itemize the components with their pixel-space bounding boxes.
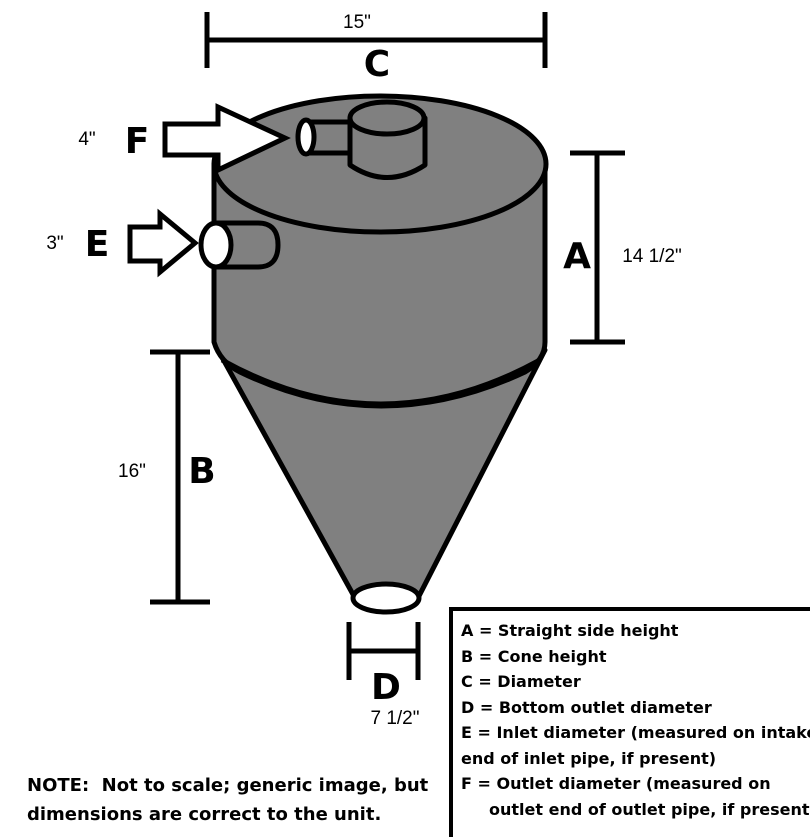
dim-c-value: 15" xyxy=(343,12,371,33)
dim-e-label: E xyxy=(85,224,110,265)
dim-line-b xyxy=(150,349,210,605)
bottom-opening xyxy=(350,581,422,615)
cone-band-line xyxy=(220,357,542,407)
legend-item: outlet end of outlet pipe, if present) xyxy=(489,799,810,819)
inlet-opening xyxy=(198,220,234,270)
dim-line-c xyxy=(204,12,548,68)
dim-f-value: 4" xyxy=(78,129,95,150)
legend-item: A = Straight side height xyxy=(461,621,679,640)
dim-a-value: 14 1/2" xyxy=(622,246,682,267)
dim-b-label: B xyxy=(188,451,215,492)
dim-line-a xyxy=(570,150,625,345)
legend-item: end of inlet pipe, if present) xyxy=(461,748,717,768)
dim-a-label: A xyxy=(563,236,591,277)
dim-b-value: 16" xyxy=(118,461,146,482)
legend-box: A = Straight side height B = Cone height… xyxy=(449,607,810,837)
outlet-pipe-top xyxy=(347,99,427,137)
dim-d-value: 7 1/2" xyxy=(370,708,419,729)
legend-item: D = Bottom outlet diameter xyxy=(461,697,712,717)
dim-c-label: C xyxy=(364,44,390,85)
legend-item: F = Outlet diameter (measured on xyxy=(461,774,771,793)
arrow-f-icon xyxy=(162,103,291,174)
legend-item: C = Diameter xyxy=(461,672,581,691)
dim-line-d xyxy=(346,622,421,680)
outlet-opening xyxy=(295,117,317,157)
dim-f-label: F xyxy=(125,121,150,162)
note-line-1: NOTE: Not to scale; generic image, but xyxy=(27,775,429,796)
legend-item: B = Cone height xyxy=(461,646,607,666)
legend-item: E = Inlet diameter (measured on intake xyxy=(461,723,810,742)
note-line-2: dimensions are correct to the unit. xyxy=(27,804,382,825)
arrow-e-icon xyxy=(127,208,199,278)
note: NOTE: Not to scale; generic image, but di… xyxy=(27,771,428,829)
dim-e-value: 3" xyxy=(46,233,63,254)
dim-d-label: D xyxy=(371,667,401,708)
